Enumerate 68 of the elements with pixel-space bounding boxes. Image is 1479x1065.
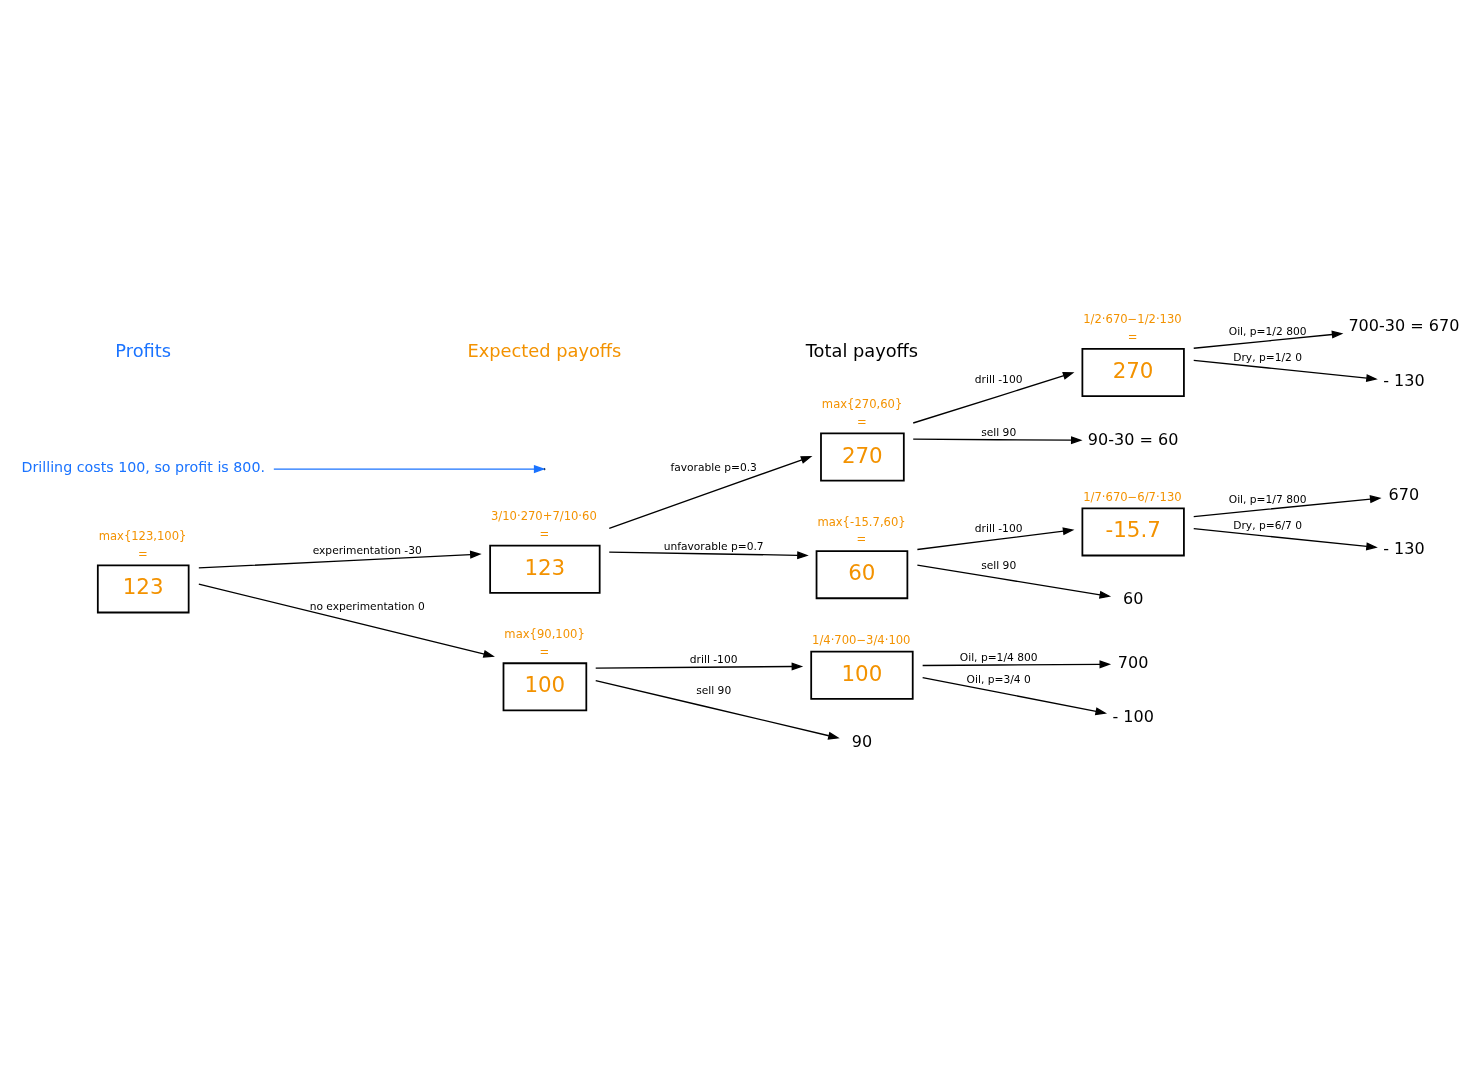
arrow: [916, 526, 1075, 550]
edge-label: favorable p=0.3: [670, 460, 757, 474]
arrow: [595, 661, 804, 671]
edge-label: sell 90: [981, 425, 1017, 439]
arrow: [608, 550, 809, 559]
node-box: 270: [1081, 347, 1185, 397]
node-box: -15.7: [1081, 506, 1185, 556]
edge-label: no experimentation 0: [309, 599, 425, 613]
edge-label: drill -100: [689, 652, 738, 666]
arrow: [1193, 359, 1378, 382]
arrow: [1193, 330, 1344, 349]
node-text: - 130: [1383, 538, 1425, 558]
arrow: [608, 455, 813, 529]
node-label: =: [137, 546, 148, 561]
node-text: Drilling costs 100, so profit is 800.: [21, 458, 265, 475]
node-text: 90-30 = 60: [1087, 429, 1179, 449]
arrow: [912, 371, 1075, 424]
node-label: max{123,100}: [98, 528, 187, 543]
node-box: 270: [820, 432, 905, 482]
node-box: 100: [810, 650, 914, 700]
node-text: 670: [1388, 484, 1420, 504]
node-label: 1/4·700−3/4·100: [812, 632, 911, 647]
arrow: [921, 676, 1107, 715]
edge-label: Dry, p=6/7 0: [1233, 518, 1303, 532]
node-text: - 100: [1112, 706, 1154, 726]
node-text: 700: [1117, 652, 1149, 672]
node-box: 123: [96, 563, 190, 613]
node-text: 60: [1122, 588, 1144, 608]
node-text: 90: [851, 731, 873, 751]
arrow: [198, 582, 495, 658]
arrow: [1193, 494, 1382, 517]
node-text: 700-30 = 670: [1348, 315, 1460, 335]
label: Profits: [115, 339, 172, 361]
arrow: [595, 679, 840, 740]
node-label: =: [539, 644, 550, 659]
node-label: =: [539, 526, 550, 541]
label: Expected payoffs: [467, 339, 622, 361]
node-text: - 130: [1383, 370, 1425, 390]
arrow: [273, 464, 546, 473]
node-box: 123: [489, 544, 601, 594]
arrow: [916, 564, 1112, 599]
edge-label: Oil, p=1/4 800: [959, 650, 1038, 664]
edge-label: Dry, p=1/2 0: [1233, 350, 1303, 364]
arrow: [198, 550, 482, 569]
node-label: =: [1127, 329, 1138, 344]
node-label: max{-15.7,60}: [817, 514, 906, 529]
edge-label: drill -100: [974, 521, 1023, 535]
edge-label: Oil, p=1/2 800: [1228, 324, 1307, 338]
edge-label: sell 90: [981, 558, 1017, 572]
node-label: max{90,100}: [504, 626, 585, 641]
node-box: 60: [815, 549, 909, 599]
edge-label: Oil, p=1/7 800: [1228, 492, 1307, 506]
node-label: 1/2·670−1/2·130: [1083, 311, 1182, 326]
edge-label: unfavorable p=0.7: [663, 539, 764, 553]
edge-label: Oil, p=3/4 0: [966, 671, 1031, 685]
arrow: [1193, 527, 1378, 550]
node-label: max{270,60}: [821, 396, 903, 411]
arrow: [921, 659, 1112, 668]
node-label: 3/10·270+7/10·60: [491, 508, 597, 523]
node-label: =: [857, 414, 867, 429]
label: Total payoffs: [805, 339, 919, 361]
node-label: 1/7·670−6/7·130: [1083, 489, 1182, 504]
edge-label: drill -100: [974, 372, 1023, 386]
node-box: 100: [502, 661, 588, 711]
arrow: [912, 435, 1083, 444]
edge-label: sell 90: [696, 683, 732, 697]
edge-label: experimentation -30: [312, 543, 422, 557]
node-label: =: [856, 531, 867, 546]
